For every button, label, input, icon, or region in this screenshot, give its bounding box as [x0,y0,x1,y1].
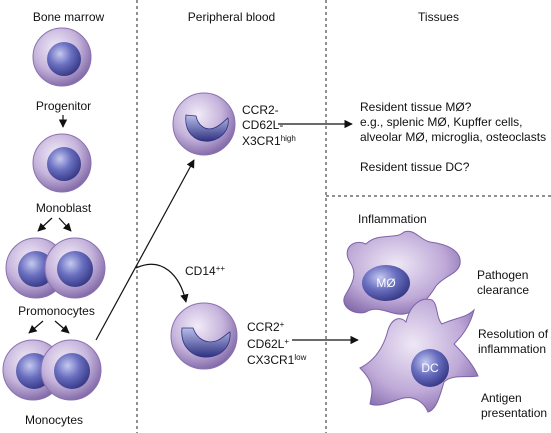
promonocyte-cells [5,237,106,299]
marker-cd14: CD14++ [185,264,226,278]
header-peripheral-blood: Peripheral blood [187,10,276,24]
label-macrophage: MØ [376,276,396,290]
marker-cx3cr1-low: CX3CR1low [247,353,307,367]
progenitor-cell [32,27,92,87]
label-monocytes: Monocytes [24,413,84,427]
marker-ccr2-neg: CCR2- [242,103,279,117]
label-resolution-1: Resolution of [478,327,549,341]
label-resident-tissue-dc: Resident tissue DC? [360,160,470,174]
label-tissue-examples-2: alveolar MØ, microglia, osteoclasts [360,130,547,144]
label-pathogen-1: Pathogen [477,268,529,282]
blood-monocyte-bottom [170,302,238,370]
label-promonocytes: Promonocytes [18,304,95,318]
label-resident-tissue-mo: Resident tissue MØ? [360,100,472,114]
label-pathogen-2: clearance [477,283,530,297]
dendritic-cell [359,298,479,413]
arrow-monoblast-left [37,217,53,232]
marker-cd62l-pos: CD62L+ [247,337,290,351]
marker-ccr2-pos: CCR2+ [247,320,285,334]
arrow-promono-right [54,320,70,334]
arrow-monoblast-right [58,217,72,232]
marker-cd62l-neg: CD62L- [242,118,284,132]
monoblast-cell [32,133,92,193]
marker-cx3cr1-high: X3CR1high [242,134,296,148]
label-progenitor: Progenitor [35,99,92,113]
label-resolution-2: inflammation [478,342,547,356]
header-bone-marrow: Bone marrow [32,10,105,24]
arrow-monocyte-to-blood-top [95,159,195,341]
blood-monocyte-top [172,92,236,156]
header-tissues: Tissues [418,10,459,24]
arrow-curve-to-blood-bottom [135,263,189,303]
macrophage-cell [343,230,461,315]
label-tissue-examples-1: e.g., splenic MØ, Kupffer cells, [360,115,523,129]
arrow-promono-left [28,320,44,334]
header-inflammation: Inflammation [358,212,427,226]
label-monoblast: Monoblast [35,201,92,215]
label-antigen-2: presentation [481,406,548,420]
label-dendritic-cell: DC [421,361,439,375]
monocyte-cells [2,339,102,401]
label-antigen-1: Antigen [481,391,522,405]
